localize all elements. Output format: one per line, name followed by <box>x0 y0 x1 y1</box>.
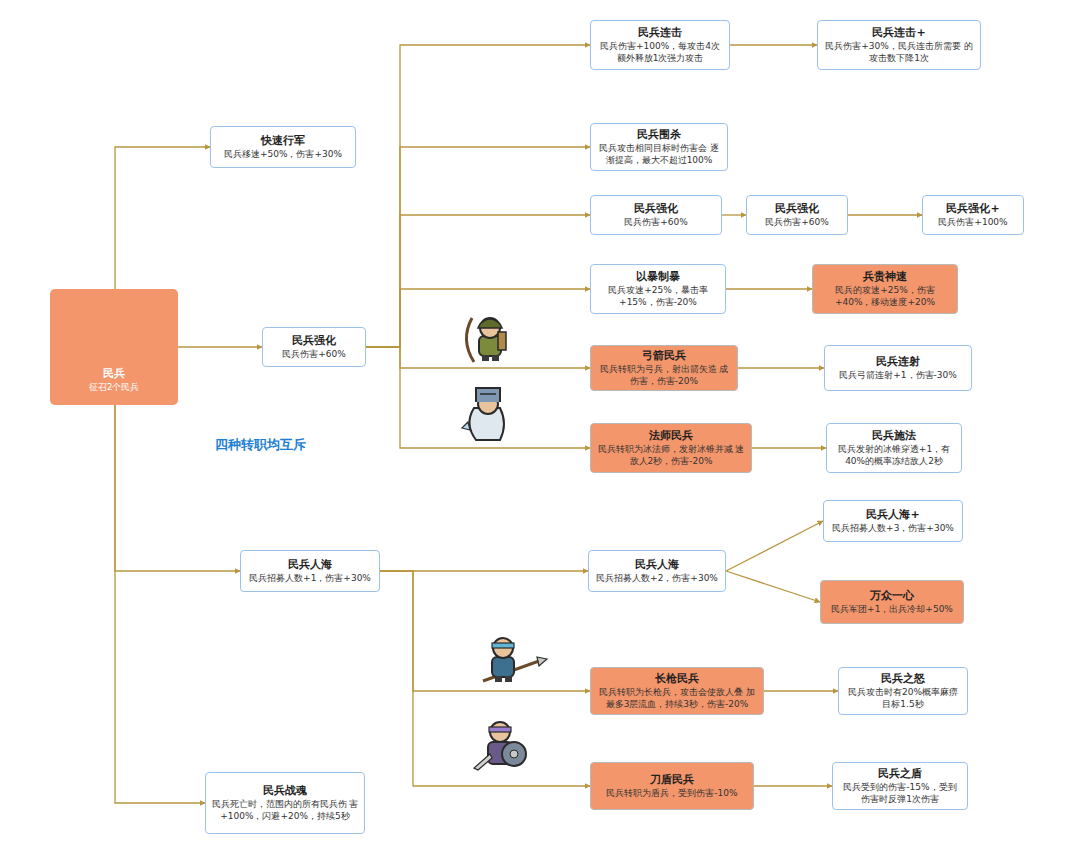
highlight-skill-box: 万众一心民兵军团+1，出兵冷却+50% <box>820 580 964 624</box>
connector-arrow <box>738 367 824 368</box>
connector-arrow <box>726 288 812 289</box>
skill-box: 民兵连击+民兵伤害+30%，民兵连击所需要 的攻击数下降1次 <box>817 20 981 70</box>
connector-arrow <box>366 347 590 448</box>
skill-description: 民兵发射的冰锥穿透+1，有 40%的概率冻结敌人2秒 <box>832 443 956 467</box>
skill-name: 民兵强化 <box>292 334 336 348</box>
skill-box: 民兵战魂民兵死亡时，范围内的所有民兵伤 害+100%，闪避+20%，持续5秒 <box>205 772 365 834</box>
skill-name: 民兵连击+ <box>872 26 925 40</box>
connector-arrow <box>722 214 746 215</box>
skill-description: 民兵转职为冰法师，发射冰锥并减 速敌人2秒，伤害-20% <box>596 443 746 467</box>
connector-arrow <box>178 346 262 347</box>
skill-name: 民兵人海 <box>288 558 332 572</box>
connector-arrow <box>115 405 205 803</box>
skill-name: 快速行军 <box>261 134 305 148</box>
skill-description: 民兵招募人数+2，伤害+30% <box>596 572 718 584</box>
spearman-figure <box>483 638 547 682</box>
connector-arrow <box>115 405 240 571</box>
note-text: 四种转职均互斥 <box>215 436 306 454</box>
highlight-skill-box: 长枪民兵民兵转职为长枪兵，攻击会使敌人叠 加最多3层流血，持续3秒，伤害-20% <box>590 667 764 715</box>
connector-arrow <box>754 785 832 786</box>
skill-description: 民兵转职为长枪兵，攻击会使敌人叠 加最多3层流血，持续3秒，伤害-20% <box>596 686 758 710</box>
skill-box: 民兵连击民兵伤害+100%，每攻击4次 额外释放1次强力攻击 <box>590 20 730 70</box>
skill-name: 民兵施法 <box>872 429 916 443</box>
skill-description: 民兵移速+50%，伤害+30% <box>224 148 342 160</box>
skill-description: 民兵招募人数+3，伤害+30% <box>832 522 954 534</box>
connector-arrow <box>366 289 590 347</box>
skill-name: 民兵连射 <box>876 355 920 369</box>
skill-box: 民兵人海+民兵招募人数+3，伤害+30% <box>823 500 963 542</box>
skill-box: 民兵之怒民兵攻击时有20%概率麻痹 目标1.5秒 <box>838 667 968 715</box>
skill-box: 民兵施法民兵发射的冰锥穿透+1，有 40%的概率冻结敌人2秒 <box>826 423 962 473</box>
connector-arrow <box>380 571 590 691</box>
connector-arrow <box>366 45 590 347</box>
connector-arrow <box>764 690 838 691</box>
connector-arrow <box>726 521 823 571</box>
skill-box: 民兵强化民兵伤害+60% <box>262 327 366 367</box>
skill-description: 民兵攻击时有20%概率麻痹 目标1.5秒 <box>844 686 962 710</box>
skill-name: 民兵围杀 <box>637 128 681 142</box>
skill-name: 长枪民兵 <box>655 672 699 686</box>
connector-arrow <box>366 147 590 347</box>
skill-name: 民兵人海 <box>635 558 679 572</box>
skill-name: 民兵连击 <box>638 26 682 40</box>
root-skill-box: 民兵征召2个民兵 <box>50 289 178 405</box>
skill-name: 民兵人海+ <box>866 508 919 522</box>
skill-name: 民兵强化+ <box>946 202 999 216</box>
highlight-skill-box: 刀盾民兵民兵转职为盾兵，受到伤害-10% <box>590 762 754 810</box>
skill-name: 法师民兵 <box>649 429 693 443</box>
connector-arrow <box>752 447 826 448</box>
archer-figure <box>466 318 506 362</box>
connector-arrow <box>115 147 210 289</box>
connector-arrow <box>366 215 590 347</box>
skill-description: 民兵弓箭连射+1，伤害-30% <box>839 369 957 381</box>
skill-description: 征召2个民兵 <box>89 381 140 393</box>
skill-description: 民兵死亡时，范围内的所有民兵伤 害+100%，闪避+20%，持续5秒 <box>211 798 359 822</box>
skill-description: 民兵伤害+100%，每攻击4次 额外释放1次强力攻击 <box>596 40 724 64</box>
skill-name: 民兵之盾 <box>878 767 922 781</box>
skill-description: 民兵受到的伤害-15%，受到 伤害时反弹1次伤害 <box>838 781 962 805</box>
skill-box: 民兵强化民兵伤害+60% <box>746 195 848 235</box>
skill-box: 民兵强化+民兵伤害+100% <box>922 195 1024 235</box>
skill-description: 民兵的攻速+25%，伤害 +40%，移动速度+20% <box>818 284 952 308</box>
mage-figure <box>462 388 504 440</box>
skill-box: 以暴制暴民兵攻速+25%，暴击率 +15%，伤害-20% <box>590 264 726 314</box>
skill-box: 民兵之盾民兵受到的伤害-15%，受到 伤害时反弹1次伤害 <box>832 762 968 810</box>
skill-name: 民兵强化 <box>634 202 678 216</box>
skill-box: 民兵强化民兵伤害+60% <box>590 195 722 235</box>
skill-name: 以暴制暴 <box>636 270 680 284</box>
connector-arrow <box>726 571 820 602</box>
skill-name: 万众一心 <box>870 589 914 603</box>
skill-box: 快速行军民兵移速+50%，伤害+30% <box>210 126 356 168</box>
skill-name: 兵贵神速 <box>863 270 907 284</box>
skill-name: 民兵战魂 <box>263 784 307 798</box>
skill-description: 民兵伤害+60% <box>765 216 829 228</box>
skill-description: 民兵转职为弓兵，射出箭矢造 成伤害，伤害-20% <box>596 363 732 387</box>
skill-box: 民兵连射民兵弓箭连射+1，伤害-30% <box>824 345 972 391</box>
skill-description: 民兵伤害+60% <box>624 216 688 228</box>
skill-name: 民兵 <box>103 367 125 381</box>
connector-arrow <box>380 571 590 786</box>
connector-arrow <box>848 214 922 215</box>
skill-box: 民兵围杀民兵攻击相同目标时伤害会 逐渐提高，最大不超过100% <box>590 123 728 171</box>
shield-soldier-figure <box>474 722 526 770</box>
skill-name: 民兵强化 <box>775 202 819 216</box>
connector-arrow <box>730 44 817 45</box>
skill-description: 民兵攻击相同目标时伤害会 逐渐提高，最大不超过100% <box>596 142 722 166</box>
skill-box: 民兵人海民兵招募人数+2，伤害+30% <box>588 550 726 592</box>
skill-description: 民兵招募人数+1，伤害+30% <box>249 572 371 584</box>
skill-name: 弓箭民兵 <box>642 349 686 363</box>
skill-description: 民兵伤害+100% <box>938 216 1007 228</box>
skill-description: 民兵转职为盾兵，受到伤害-10% <box>606 787 737 799</box>
highlight-skill-box: 兵贵神速民兵的攻速+25%，伤害 +40%，移动速度+20% <box>812 264 958 314</box>
skill-name: 刀盾民兵 <box>650 773 694 787</box>
skill-description: 民兵攻速+25%，暴击率 +15%，伤害-20% <box>596 284 720 308</box>
skill-box: 民兵人海民兵招募人数+1，伤害+30% <box>240 550 380 592</box>
skill-description: 民兵军团+1，出兵冷却+50% <box>831 603 953 615</box>
skill-description: 民兵伤害+60% <box>282 348 346 360</box>
highlight-skill-box: 弓箭民兵民兵转职为弓兵，射出箭矢造 成伤害，伤害-20% <box>590 345 738 391</box>
highlight-skill-box: 法师民兵民兵转职为冰法师，发射冰锥并减 速敌人2秒，伤害-20% <box>590 423 752 473</box>
skill-description: 民兵伤害+30%，民兵连击所需要 的攻击数下降1次 <box>823 40 975 64</box>
skill-name: 民兵之怒 <box>881 672 925 686</box>
